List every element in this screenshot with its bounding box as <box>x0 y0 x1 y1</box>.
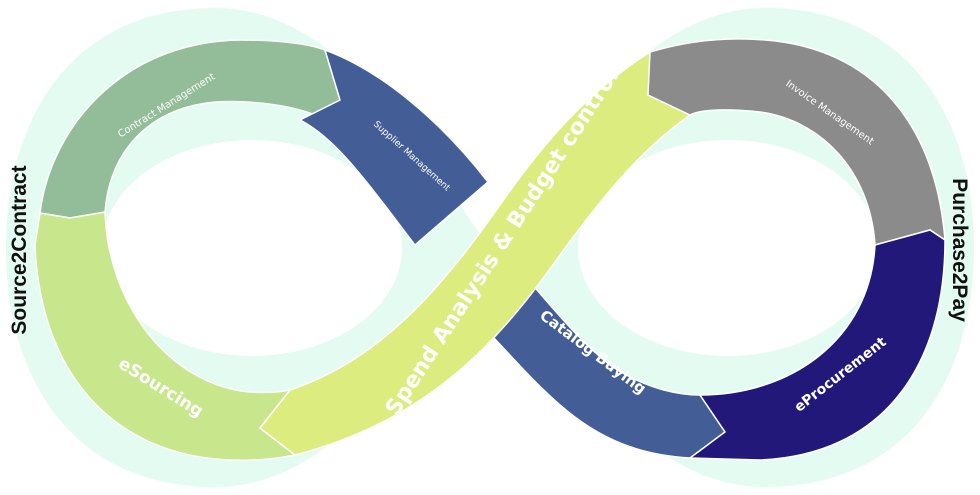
segment-supplier-management <box>298 48 490 247</box>
side-label-purchase2pay: Purchase2Pay <box>948 178 971 322</box>
side-label-source2contract: Source2Contract <box>8 165 31 334</box>
left-hole <box>102 140 402 356</box>
segment-eprocurement <box>687 229 946 461</box>
right-hole <box>578 140 878 356</box>
infinity-halo <box>6 8 974 487</box>
halo-outline <box>6 8 974 487</box>
